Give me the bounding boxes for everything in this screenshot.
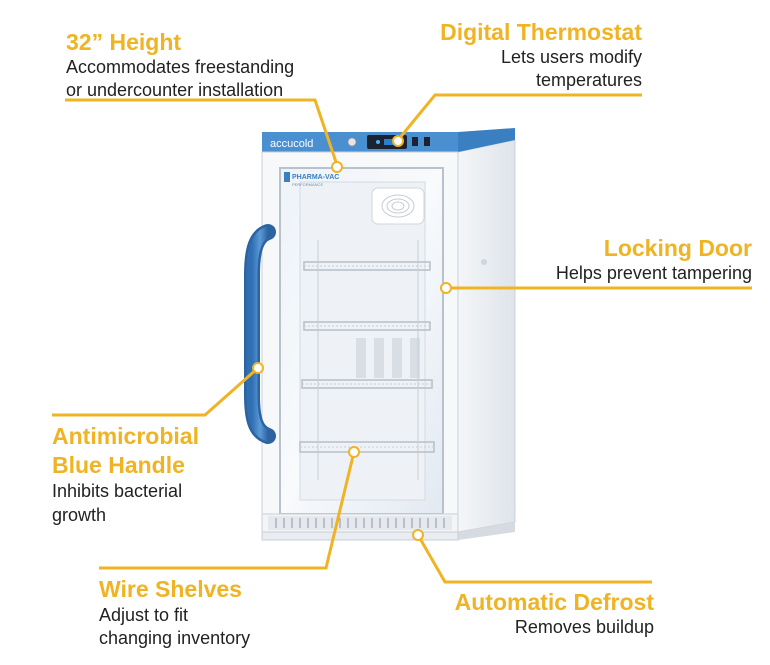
feature-title: Locking Door [603,235,752,261]
feature-title: Blue Handle [52,452,185,478]
feature-description: temperatures [535,70,642,90]
thermostat-leader-line [396,93,642,141]
badge-label: PHARMA-VAC [292,174,339,181]
base-grille [261,513,515,541]
feature-title: 32” Height [66,29,182,55]
height-callout-dot [331,161,343,173]
feature-description: Helps prevent tampering [555,263,752,283]
rear-vents [356,338,420,378]
badge-sublabel: PERFORMANCE [292,182,323,187]
defrost-leader-line [416,534,652,584]
brand-label: accucold [270,138,313,150]
feature-description: or undercounter installation [66,80,284,100]
wire-shelf [299,441,435,453]
locking-door-callout-dot [440,282,452,294]
fan-vent-icon [371,187,425,225]
handle-leader-line [52,366,259,417]
blue-handle[interactable] [244,224,276,444]
feature-description: Inhibits bacterial [52,481,183,501]
shelves-callout-dot [348,446,360,458]
feature-description: Accommodates freestanding [66,57,295,77]
feature-description: Lets users modify [500,47,642,67]
feature-description: changing inventory [99,628,251,648]
wire-shelf [303,261,431,271]
feature-title: Wire Shelves [99,576,242,602]
feature-title: Antimicrobial [52,423,199,449]
pharma-vac-badge: PHARMA-VAC PERFORMANCE [284,172,339,187]
defrost-callout-dot [412,529,424,541]
feature-description: growth [52,505,107,525]
height-leader-line [65,98,339,166]
thermostat-callout-dot [392,135,404,147]
wire-shelf [301,379,433,389]
feature-title: Digital Thermostat [440,19,642,45]
shelves-leader-line [99,451,356,570]
handle-callout-dot [252,362,264,374]
glass-door[interactable]: PHARMA-VAC PERFORMANCE [261,151,459,533]
feature-description: Removes buildup [514,617,654,637]
feature-title: Automatic Defrost [454,589,654,615]
wire-shelf [303,321,431,331]
feature-description: Adjust to fit [99,605,189,625]
